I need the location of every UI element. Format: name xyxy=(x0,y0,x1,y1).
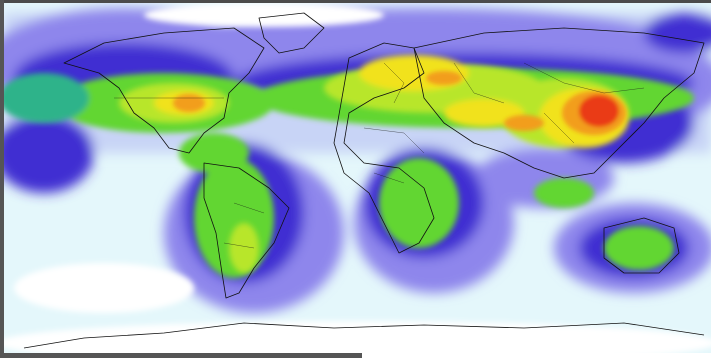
antarctica-outline xyxy=(23,322,705,349)
coastlines xyxy=(23,12,705,349)
europe-africa-outline xyxy=(333,42,435,254)
australia-outline xyxy=(603,217,680,274)
left-frame-edge xyxy=(0,0,4,358)
political-borders xyxy=(114,62,645,249)
field-layer-hot xyxy=(173,71,626,135)
south-america-outline xyxy=(203,162,290,299)
polar-regions xyxy=(4,3,711,353)
greenland-outline xyxy=(258,12,325,54)
bottom-strip-dark xyxy=(0,353,362,358)
world-map xyxy=(4,3,711,353)
north-america-outline xyxy=(63,27,265,154)
bottom-strip xyxy=(0,353,711,358)
asia-outline xyxy=(413,27,705,179)
map-frame xyxy=(4,3,711,353)
